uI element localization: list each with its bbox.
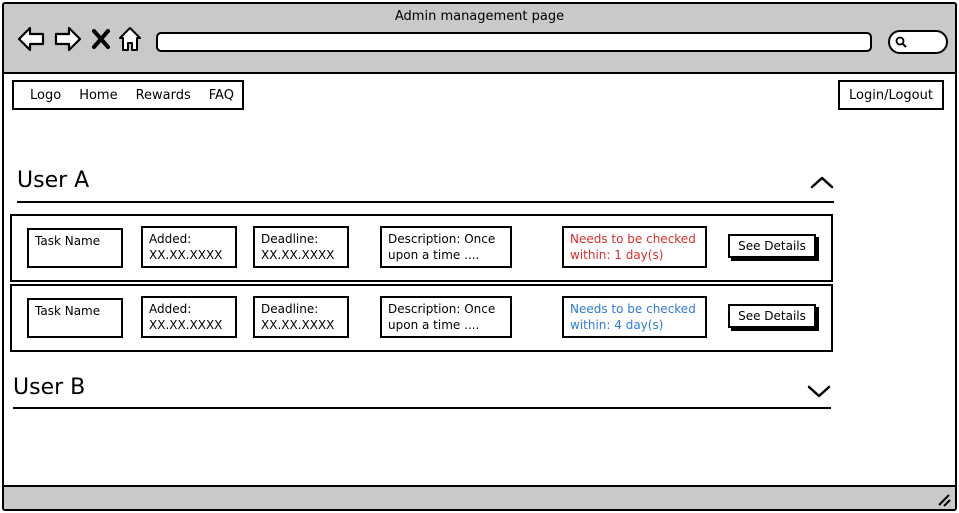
status-bar — [4, 485, 955, 509]
task-added: Added: XX.XX.XXXX — [141, 226, 237, 268]
task-deadline: Deadline: XX.XX.XXXX — [253, 226, 349, 268]
task-description: Description: Once upon a time .... — [380, 296, 512, 338]
task-name: Task Name — [27, 298, 123, 338]
user-b-divider — [13, 407, 831, 409]
arrow-right-icon[interactable] — [53, 24, 83, 54]
see-details-button[interactable]: See Details — [728, 234, 816, 258]
home-icon[interactable] — [117, 24, 143, 54]
close-icon[interactable] — [90, 24, 112, 54]
task-row: Task Name Added: XX.XX.XXXX Deadline: XX… — [10, 214, 833, 282]
search-icon — [895, 36, 907, 48]
chevron-up-icon[interactable] — [808, 172, 836, 192]
resize-grip-icon[interactable] — [935, 491, 951, 507]
main-nav: Logo Home Rewards FAQ — [12, 80, 244, 110]
task-status: Needs to be checked within: 4 day(s) — [562, 296, 707, 338]
task-row: Task Name Added: XX.XX.XXXX Deadline: XX… — [10, 284, 833, 352]
user-a-title[interactable]: User A — [17, 168, 90, 193]
task-deadline: Deadline: XX.XX.XXXX — [253, 296, 349, 338]
arrow-left-icon[interactable] — [16, 24, 46, 54]
task-name: Task Name — [27, 228, 123, 268]
nav-faq[interactable]: FAQ — [208, 87, 234, 103]
search-box[interactable] — [888, 30, 948, 54]
task-description: Description: Once upon a time .... — [380, 226, 512, 268]
address-bar[interactable] — [156, 32, 872, 52]
window-title: Admin management page — [394, 9, 565, 24]
chevron-down-icon[interactable] — [805, 381, 833, 401]
browser-toolbar: Admin management page — [4, 4, 955, 74]
nav-rewards[interactable]: Rewards — [135, 87, 191, 103]
login-logout-button[interactable]: Login/Logout — [838, 80, 944, 110]
nav-home[interactable]: Home — [79, 87, 118, 103]
task-added: Added: XX.XX.XXXX — [141, 296, 237, 338]
nav-logo[interactable]: Logo — [30, 87, 62, 103]
see-details-button[interactable]: See Details — [728, 304, 816, 328]
user-b-title[interactable]: User B — [13, 375, 86, 400]
task-status: Needs to be checked within: 1 day(s) — [562, 226, 707, 268]
user-a-divider — [17, 201, 834, 203]
